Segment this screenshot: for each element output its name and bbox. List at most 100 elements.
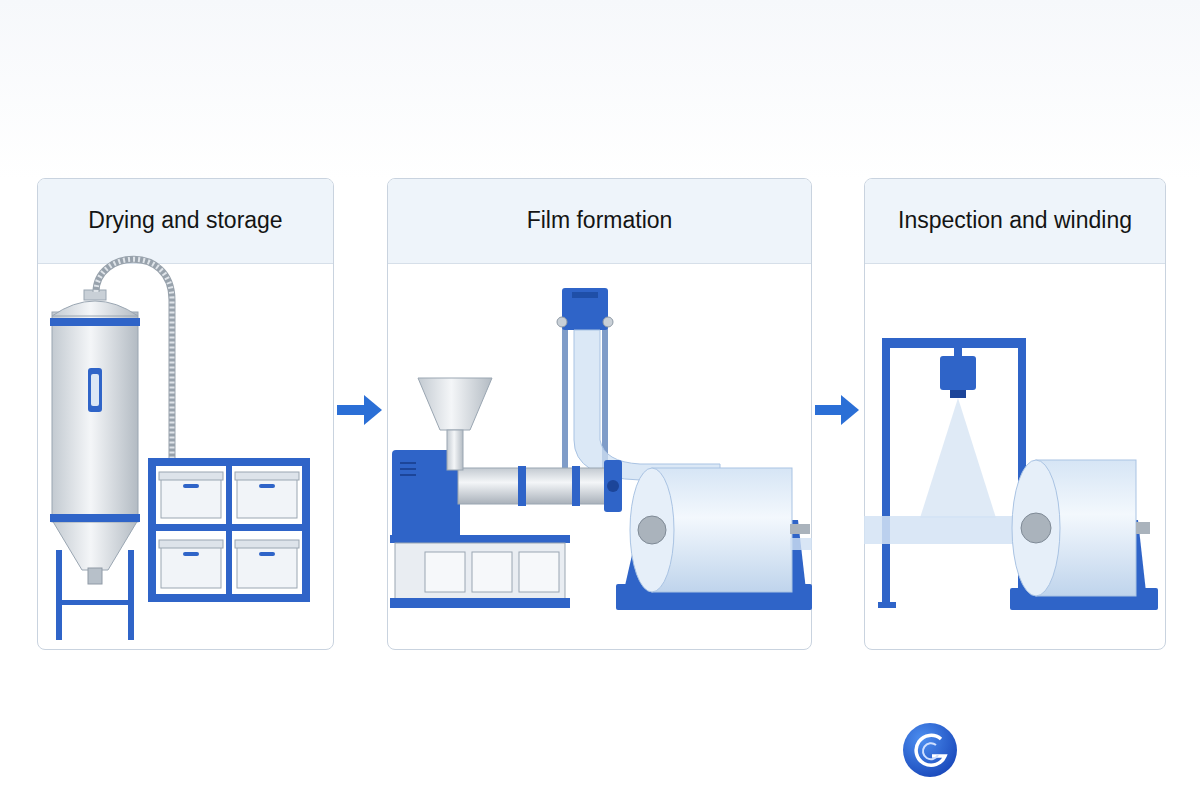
storage-shelf-part — [237, 474, 297, 518]
inspection-frame-part — [882, 338, 1026, 348]
extruder-part — [472, 552, 512, 592]
dryer-hopper-part — [52, 520, 138, 570]
dryer-hopper-part — [88, 368, 102, 412]
dryer-hopper-part — [96, 259, 172, 462]
film-roll-part — [616, 584, 812, 610]
inspection-frame-part — [920, 398, 996, 518]
storage-shelf-part — [302, 458, 310, 602]
winding-roll-part — [1012, 460, 1060, 596]
extruder-part — [395, 543, 565, 599]
winding-roll-part — [1010, 588, 1158, 610]
extruder-part — [425, 552, 465, 592]
storage-shelf-part — [237, 542, 297, 588]
stage-title: Inspection and winding — [898, 207, 1132, 235]
film-tower-part — [603, 317, 613, 327]
storage-shelf-part — [148, 594, 310, 602]
extruder-part — [392, 450, 460, 540]
brand-logo-part — [923, 743, 938, 759]
film-roll-part — [630, 468, 674, 592]
extruder-part — [607, 480, 619, 492]
winding-roll-part — [1136, 522, 1150, 534]
stage-title: Film formation — [527, 207, 673, 235]
inspection-frame-part — [950, 390, 966, 398]
arrow-head — [841, 395, 859, 425]
film-roll-part — [638, 516, 666, 544]
panel-header: Film formation — [388, 179, 811, 264]
brand-logo-part — [903, 723, 957, 777]
storage-shelf-part — [183, 552, 199, 556]
storage-shelf-part — [259, 484, 275, 488]
dryer-hopper — [50, 259, 172, 640]
brand-logo — [903, 723, 957, 777]
winding-roll-part — [1020, 520, 1064, 592]
brand-logo-part — [916, 735, 945, 765]
stage-panel: Inspection and winding — [864, 178, 1166, 650]
extruder-part — [400, 468, 416, 470]
inspection-frame-part — [882, 340, 890, 608]
film-tower-part — [574, 330, 720, 480]
storage-shelf-part — [148, 458, 310, 466]
inspection-frame-part — [864, 516, 1034, 544]
extruder-part — [447, 430, 463, 470]
storage-shelf-part — [159, 540, 223, 548]
inspection-frame-part — [1018, 340, 1026, 608]
arrow-shaft — [337, 405, 365, 415]
film-roll-part — [790, 524, 810, 534]
flow-arrow — [337, 395, 382, 425]
extruder-part — [519, 552, 559, 592]
film-tower-part — [572, 292, 598, 298]
extruder — [390, 378, 622, 608]
film-tower-part — [602, 300, 608, 475]
film-tower-part — [562, 300, 568, 475]
stage-panel: Drying and storage — [37, 178, 334, 650]
extruder-part — [390, 598, 570, 608]
stage-panel: Film formation — [387, 178, 812, 650]
dryer-hopper-part — [50, 514, 140, 522]
film-roll — [616, 468, 812, 610]
dryer-hopper-part — [56, 600, 134, 605]
dryer-hopper-part — [128, 550, 134, 640]
inspection-frame-part — [940, 356, 976, 390]
extruder-part — [390, 535, 570, 543]
storage-shelf-part — [148, 458, 156, 602]
inspection-frame-part — [954, 348, 962, 358]
extruder-part — [458, 468, 606, 504]
storage-shelf — [148, 458, 310, 602]
film-tower-part — [557, 317, 567, 327]
film-roll-part — [652, 468, 792, 592]
storage-shelf-part — [161, 474, 221, 518]
film-roll-part — [790, 538, 812, 550]
storage-shelf-part — [226, 458, 232, 602]
winding-roll-part — [1021, 513, 1051, 543]
dryer-hopper-part — [91, 374, 99, 406]
film-tower — [557, 288, 720, 480]
extruder-part — [400, 462, 416, 464]
dryer-hopper-part — [50, 318, 140, 326]
extruder-part — [400, 474, 416, 476]
inspection-frame — [864, 338, 1034, 608]
panel-header: Inspection and winding — [865, 179, 1165, 264]
film-roll-part — [770, 520, 806, 590]
winding-roll-part — [1036, 460, 1136, 596]
storage-shelf-part — [259, 552, 275, 556]
extruder-part — [572, 466, 580, 506]
storage-shelf-part — [148, 524, 310, 531]
winding-roll — [1010, 460, 1158, 610]
stage-title: Drying and storage — [88, 207, 282, 235]
extruder-part — [418, 378, 492, 430]
inspection-frame-part — [878, 602, 896, 608]
storage-shelf-part — [183, 484, 199, 488]
storage-shelf-part — [159, 472, 223, 480]
storage-shelf-part — [235, 540, 299, 548]
film-tower-part — [562, 288, 608, 330]
dryer-hopper-part — [84, 290, 106, 300]
arrow-shaft — [815, 405, 842, 415]
extruder-part — [518, 466, 526, 506]
panel-header: Drying and storage — [38, 179, 333, 264]
dryer-hopper-part — [52, 312, 138, 522]
storage-shelf-part — [235, 472, 299, 480]
winding-roll-part — [1110, 520, 1146, 592]
extruder-part — [604, 460, 622, 512]
dryer-hopper-part — [56, 550, 62, 640]
